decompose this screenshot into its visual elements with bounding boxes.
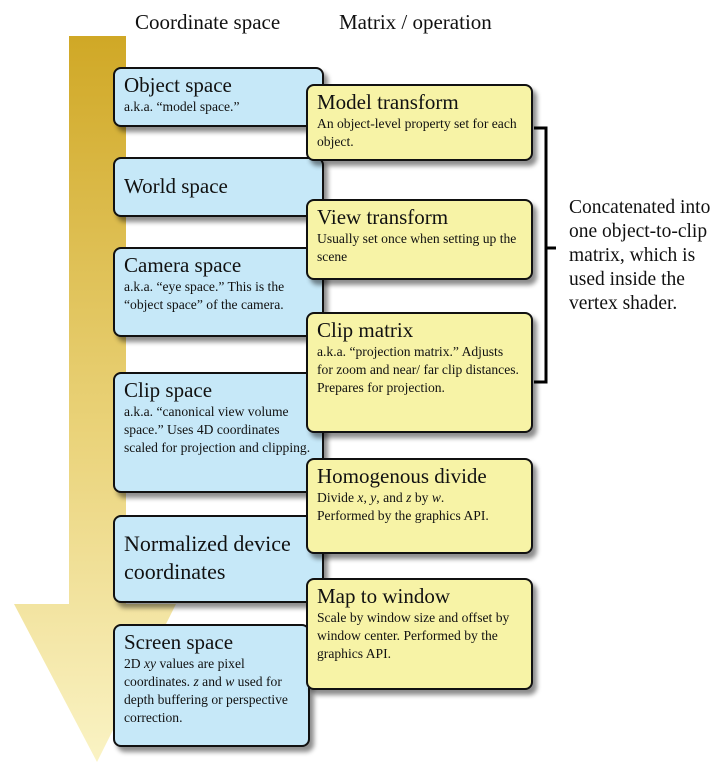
space-box-ndc: Normalized device coordinates — [113, 515, 324, 603]
operation-desc: Usually set once when setting up the sce… — [317, 231, 517, 264]
operation-title: View transform — [317, 205, 449, 229]
operation-desc: a.k.a. “projection matrix.” Adjusts for … — [317, 344, 519, 395]
space-desc: a.k.a. “model space.” — [124, 99, 240, 114]
operation-box-homogenous-divide: Homogenous divide Divide x, y, and z by … — [306, 458, 533, 554]
concatenation-note: Concatenated into one object-to-clip mat… — [569, 197, 711, 314]
operation-desc: An object-level property set for each ob… — [317, 116, 517, 149]
operation-box-map-to-window: Map to window Scale by window size and o… — [306, 578, 533, 690]
header-matrix-operation: Matrix / operation — [339, 10, 492, 34]
operation-title: Clip matrix — [317, 318, 414, 342]
operation-desc: Divide x, y, and z by w.Performed by the… — [317, 490, 489, 523]
space-box-world: World space — [113, 157, 324, 217]
space-desc: a.k.a. “canonical view volume space.” Us… — [124, 404, 311, 455]
operation-box-view-transform: View transform Usually set once when set… — [306, 199, 533, 280]
space-title: Clip space — [124, 378, 213, 402]
operation-box-model-transform: Model transform An object-level property… — [306, 84, 533, 161]
space-box-camera: Camera space a.k.a. “eye space.” This is… — [113, 247, 324, 337]
space-box-object: Object space a.k.a. “model space.” — [113, 67, 324, 127]
space-title: Object space — [124, 73, 232, 97]
space-desc: a.k.a. “eye space.” This is the “object … — [124, 279, 285, 312]
space-box-clip: Clip space a.k.a. “canonical view volume… — [113, 372, 324, 493]
header-coordinate-space: Coordinate space — [135, 10, 281, 34]
operation-desc: Scale by window size and offset by windo… — [317, 610, 510, 661]
operation-title: Map to window — [317, 584, 450, 608]
space-title: Screen space — [124, 630, 234, 654]
space-title: Normalized device coordinates — [124, 531, 291, 584]
concatenation-bracket — [534, 126, 556, 384]
space-title: World space — [124, 174, 228, 198]
operation-title: Model transform — [317, 90, 459, 114]
space-title: Camera space — [124, 253, 242, 277]
operation-box-clip-matrix: Clip matrix a.k.a. “projection matrix.” … — [306, 312, 533, 433]
operation-title: Homogenous divide — [317, 464, 487, 488]
space-box-screen: Screen space 2D xy values are pixel coor… — [113, 624, 310, 747]
space-desc: 2D xy values are pixel coordinates. z an… — [124, 656, 288, 725]
